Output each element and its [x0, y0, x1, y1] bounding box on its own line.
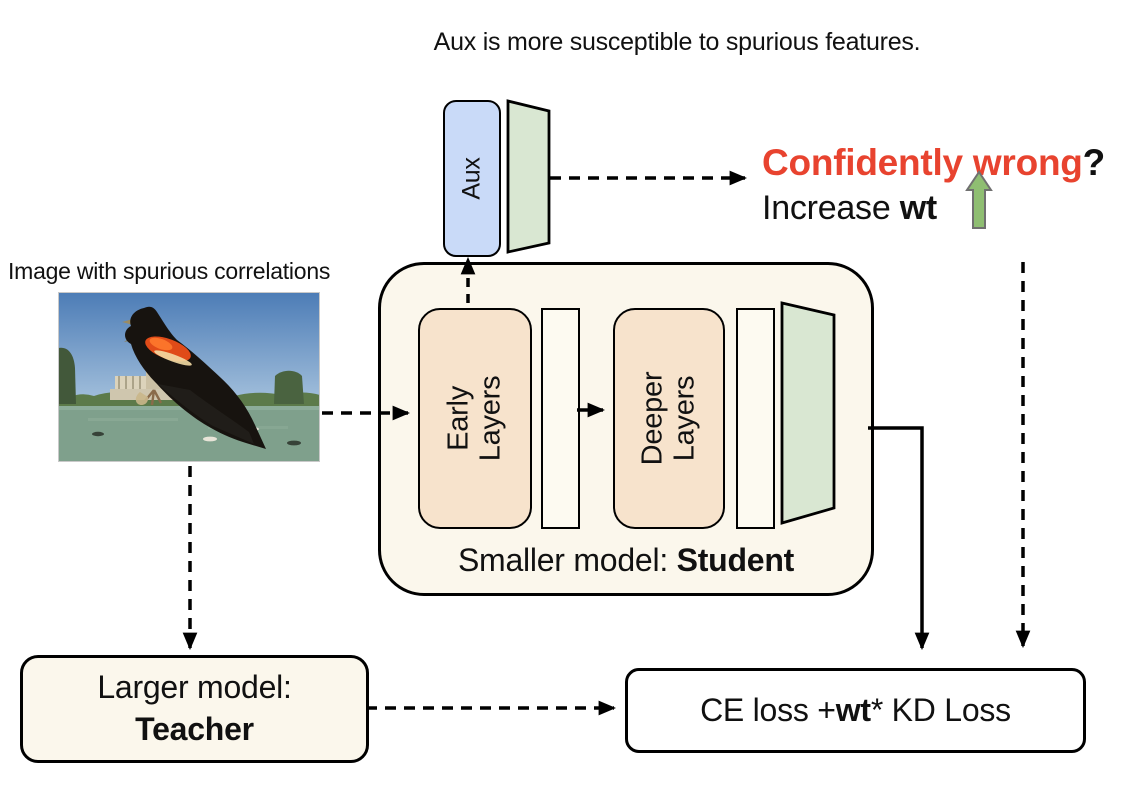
- tree-right: [274, 370, 304, 404]
- aux-box: Aux: [443, 100, 501, 257]
- teacher-model-box: Larger model: Teacher: [20, 655, 369, 763]
- early-layers-box: Early Layers: [418, 308, 532, 529]
- deeper-layers-box: Deeper Layers: [613, 308, 725, 529]
- teacher-line2: Teacher: [135, 711, 254, 747]
- feature-block-1: [541, 308, 580, 529]
- teacher-line1: Larger model:: [97, 669, 292, 706]
- loss-box: CE loss + wt * KD Loss: [625, 668, 1086, 753]
- connector-student-to-loss: [868, 426, 930, 651]
- callout-block: Confidently wrong? Increase wt: [762, 142, 1128, 228]
- aux-label: Aux: [457, 157, 486, 200]
- feature-block-2: [736, 308, 775, 529]
- student-model-box: Early Layers Deeper Layers Smaller model…: [378, 262, 874, 596]
- image-label: Image with spurious correlations: [8, 258, 331, 284]
- confidently-wrong-text: Confidently wrong?: [762, 142, 1106, 183]
- bird-photo: [58, 292, 320, 462]
- increase-wt-text: Increase wt: [762, 188, 937, 227]
- tree-left: [58, 347, 76, 404]
- early-layers-label: Early Layers: [442, 375, 507, 462]
- red-winged-blackbird: [122, 306, 266, 449]
- student-caption: Smaller model: Student: [457, 542, 795, 578]
- aux-output-trapezoid: [506, 99, 551, 254]
- photo-border: [58, 292, 320, 462]
- top-caption: Aux is more susceptible to spurious feat…: [433, 28, 921, 56]
- deeper-layers-label: Deeper Layers: [636, 371, 701, 466]
